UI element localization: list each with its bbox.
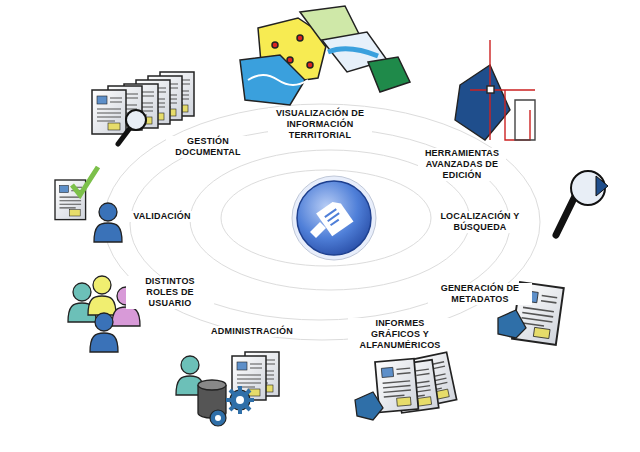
feature-label: DISTINTOS ROLES DE USUARIO [126, 276, 214, 309]
feature-label: LOCALIZACIÓN Y BÚSQUEDA [436, 211, 524, 233]
feature-label: VALIDACIÓN [118, 211, 206, 222]
feature-label: GESTIÓN DOCUMENTAL [166, 136, 250, 158]
feature-label: INFORMES GRÁFICOS Y ALFANUMÉRICOS [348, 318, 452, 351]
feature-label: HERRAMIENTAS AVANZADAS DE EDICIÓN [418, 148, 506, 181]
feature-label: VISUALIZACIÓN DE INFORMACIÓN TERRITORIAL [268, 108, 372, 141]
feature-label: GENERACIÓN DE METADATOS [428, 283, 532, 305]
feature-label: ADMINISTRACIÓN [198, 326, 306, 337]
